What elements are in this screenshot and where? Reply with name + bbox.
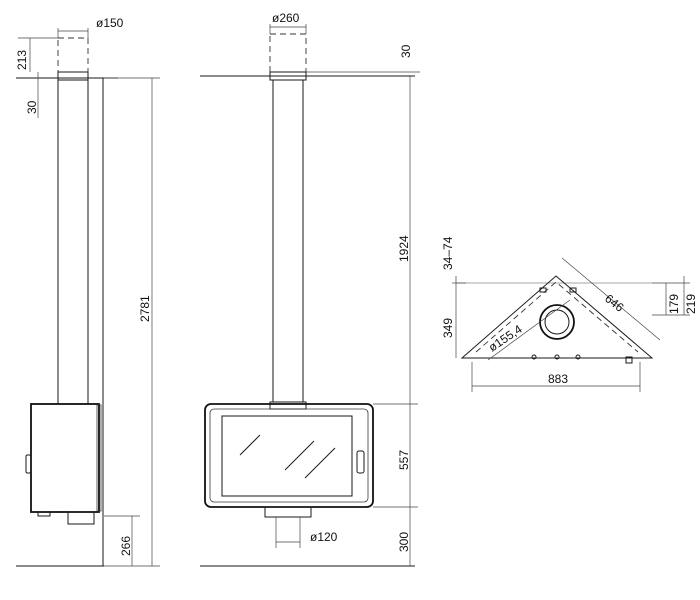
front-flue-diameter-label: ø260: [272, 11, 300, 25]
side-foot-left: [37, 511, 51, 517]
front-flue-collar: [269, 33, 307, 73]
front-outlet: [264, 506, 312, 518]
glass-reflection: [304, 447, 336, 479]
front-handle: [356, 450, 365, 474]
side-floor-clearance-label: 266: [119, 536, 133, 556]
side-flue-diameter-label: ø150: [96, 16, 124, 30]
plan-marker: [575, 354, 581, 360]
plan-flue-diameter-label: ø155,4: [486, 322, 525, 355]
front-floor-clearance-label: 300: [397, 532, 411, 552]
plan-dim-219-label: 219: [684, 294, 698, 314]
side-total-height-label: 2781: [138, 295, 152, 322]
front-pipe-length-label: 1924: [397, 235, 411, 262]
side-flue-top-height-label: 213: [15, 50, 29, 70]
front-stove-frame: [209, 408, 369, 503]
plan-view: 34–74 349 646 ø155,4 883 179 219: [441, 236, 698, 392]
front-pipe-collar: [269, 401, 307, 410]
side-flue-collar: [57, 37, 89, 73]
dim-line-flue-plan: [487, 299, 571, 361]
front-view: ø260 30 1924 557 300 ø120: [200, 11, 420, 567]
dim-line-646: [561, 257, 661, 341]
side-view: ø150 213 30 2781 266: [15, 16, 160, 567]
side-door-edge: [96, 404, 102, 512]
plan-foot: [625, 356, 633, 364]
plan-inner-outline: [475, 281, 639, 353]
plan-flue-inner: [544, 309, 570, 335]
plan-bracket: [539, 287, 547, 293]
plan-marker: [554, 354, 560, 360]
plan-width-label: 883: [548, 372, 568, 386]
front-glass: [221, 415, 353, 497]
plan-bracket: [569, 287, 577, 293]
plan-marker: [531, 354, 537, 360]
glass-reflection: [284, 440, 315, 471]
front-stove-body: [204, 403, 374, 508]
plan-dim-179-label: 179: [667, 294, 681, 314]
glass-reflection: [239, 434, 261, 456]
side-outlet-box: [67, 511, 95, 525]
side-handle: [25, 454, 32, 474]
front-ceiling-thickness-label: 30: [399, 44, 413, 58]
side-ceiling-thickness-label: 30: [25, 100, 39, 114]
front-outlet-diameter-label: ø120: [310, 530, 338, 544]
plan-depth-label: 349: [441, 318, 455, 338]
front-body-height-label: 557: [397, 450, 411, 470]
front-flue-ring: [269, 71, 307, 81]
side-flue-ring: [57, 71, 89, 81]
side-stove-body: [30, 403, 100, 513]
plan-offset-label: 34–74: [441, 236, 455, 270]
